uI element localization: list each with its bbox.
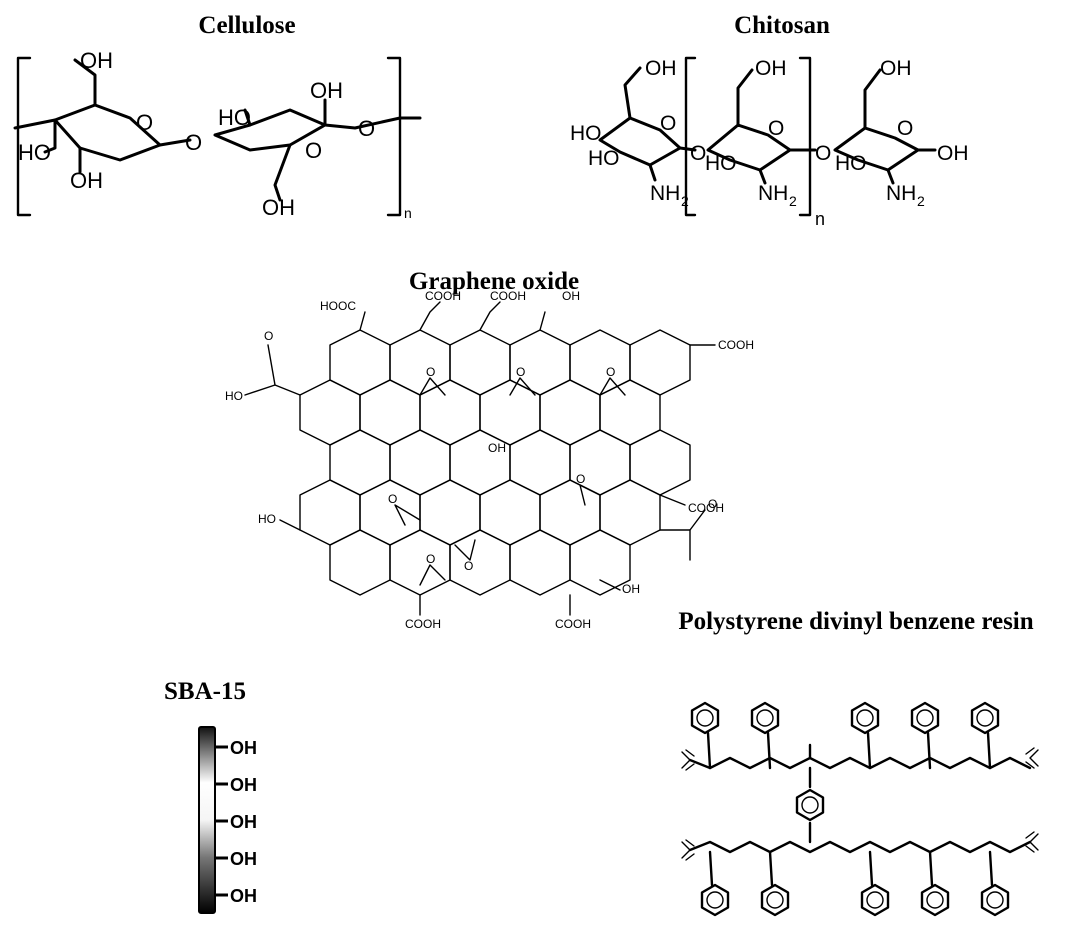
graphene-label: HO (258, 512, 276, 526)
phenyl-bond (868, 850, 874, 887)
graphene-label: COOH (688, 501, 724, 515)
chitosan-label: HO (705, 152, 737, 175)
chitosan-label: HO (835, 152, 867, 175)
cellulose-label: O (358, 116, 375, 141)
phenyl-bond (926, 731, 932, 770)
aromatic-circle (856, 709, 874, 727)
graphene-label: O (606, 365, 615, 379)
chitosan-label: 2 (789, 193, 797, 209)
sba15-title: SBA-15 (164, 678, 246, 705)
phenyl-bond (708, 850, 714, 887)
chitosan-label: n (815, 209, 825, 229)
chitosan-label: HO (570, 122, 602, 145)
phenyl-bond (766, 731, 772, 770)
sba15-hydroxyl: OH (230, 812, 257, 832)
graphene-label: COOH (405, 617, 441, 631)
graphene-label: OH (488, 441, 506, 455)
chitosan-label: OH (880, 57, 912, 80)
chitosan-label: O (897, 117, 913, 140)
sba15-hydroxyl: OH (230, 738, 257, 758)
cellulose-label: OH (310, 78, 343, 103)
chitosan-label: 2 (681, 193, 689, 209)
chitosan-label: NH (886, 182, 916, 205)
graphene-label: O (516, 365, 525, 379)
graphene-label: O (708, 497, 717, 511)
graphene-label: O (264, 329, 273, 343)
graphene-label: O (576, 472, 585, 486)
phenyl-ring (980, 883, 1010, 917)
phenyl-bond (928, 850, 934, 887)
aromatic-circle (986, 891, 1004, 909)
phenyl-ring (970, 701, 1000, 735)
chitosan-label: 2 (917, 193, 925, 209)
phenyl-bond (706, 731, 712, 770)
phenyl-bond (986, 731, 992, 770)
phenyl-ring (750, 701, 780, 735)
graphene-label: COOH (718, 338, 754, 352)
cellulose-label: HO (218, 105, 251, 130)
aromatic-circle (916, 709, 934, 727)
sba15-hydroxyl: OH (230, 886, 257, 906)
aromatic-circle (866, 891, 884, 909)
aromatic-circle (756, 709, 774, 727)
graphene-label: O (426, 552, 435, 566)
graphene-label: HO (225, 389, 243, 403)
chitosan-label: OH (645, 57, 677, 80)
aromatic-circle (976, 709, 994, 727)
chitosan-label: O (660, 112, 676, 135)
cellulose-label: OH (262, 195, 295, 220)
cellulose-label: O (185, 130, 202, 155)
phenyl-ring (850, 701, 880, 735)
phenyl-bond (866, 731, 872, 770)
graphene-label: HOOC (320, 299, 356, 313)
chitosan-label: OH (755, 57, 787, 80)
phenyl-ring (910, 701, 940, 735)
cellulose-label: O (136, 110, 153, 135)
chitosan-label: NH (650, 182, 680, 205)
sba15-hydroxyl: OH (230, 849, 257, 869)
chitosan-label: HO (588, 147, 620, 170)
graphene-label: O (426, 365, 435, 379)
chitosan-label: NH (758, 182, 788, 205)
aromatic-circle (706, 891, 724, 909)
cellulose-label: OH (80, 48, 113, 73)
graphene-label: COOH (490, 289, 526, 303)
aromatic-circle (801, 796, 819, 814)
graphene-label: OH (622, 582, 640, 596)
cellulose-title: Cellulose (198, 12, 296, 39)
phenyl-bond (768, 850, 774, 887)
phenyl-ring (860, 883, 890, 917)
graphene-label: COOH (555, 617, 591, 631)
phenyl-ring (700, 883, 730, 917)
chitosan-title: Chitosan (734, 12, 830, 39)
aromatic-circle (766, 891, 784, 909)
chitosan-label: O (768, 117, 784, 140)
graphene-label: COOH (425, 289, 461, 303)
cellulose-label: O (305, 138, 322, 163)
graphene-label: O (464, 559, 473, 573)
graphene-oxide-title: Graphene oxide (408, 268, 580, 295)
phenyl-ring (795, 788, 825, 822)
chitosan-label: O (690, 142, 706, 165)
chitosan-label: OH (937, 142, 969, 165)
phenyl-ring (760, 883, 790, 917)
aromatic-circle (926, 891, 944, 909)
phenyl-ring (920, 883, 950, 917)
phenyl-ring (690, 701, 720, 735)
chitosan-label: O (815, 142, 831, 165)
graphene-label: OH (562, 289, 580, 303)
cellulose-label: OH (70, 168, 103, 193)
graphene-label: O (388, 492, 397, 506)
cellulose-label: n (404, 205, 412, 221)
sba15-hydroxyl: OH (230, 775, 257, 795)
aromatic-circle (696, 709, 714, 727)
phenyl-bond (988, 850, 994, 887)
psdvb-title: Polystyrene divinyl benzene resin (678, 608, 1034, 635)
cellulose-label: HO (18, 140, 51, 165)
